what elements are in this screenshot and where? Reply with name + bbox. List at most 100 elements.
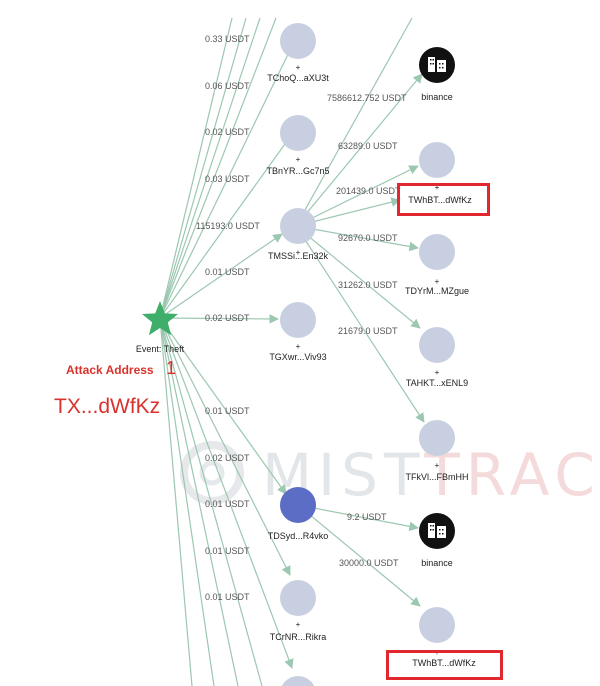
highlight-box-twhbt-2: [386, 650, 503, 680]
edge-in-1: [159, 17, 233, 319]
edge-label-tfkvl: 21679.0 USDT: [338, 326, 398, 336]
edge-label-low-5: 0.01 USDT: [205, 592, 250, 602]
node-tcrnr[interactable]: + TCrNR...Rikra: [270, 580, 327, 642]
edge-low-2: [159, 317, 291, 576]
node-label-tcrnr: TCrNR...Rikra: [270, 632, 327, 642]
edge-label-in-2: 0.06 USDT: [205, 81, 250, 91]
edge-in-4: [159, 17, 277, 319]
svg-text:+: +: [435, 461, 440, 470]
mistrack-watermark: MISTTRACK: [180, 441, 600, 509]
edge-low-7: [159, 317, 193, 686]
svg-text:+: +: [296, 342, 301, 351]
lower-edges: [159, 314, 294, 686]
edge-low-4: [159, 317, 263, 686]
edge-label-in-5: 115193.0 USDT: [196, 221, 260, 231]
attack-number: 1: [166, 358, 177, 378]
edge-label-binance-bottom: 9.2 USDT: [347, 512, 387, 522]
svg-text:+: +: [296, 63, 301, 72]
edge-to-twhbt-2: [297, 504, 421, 607]
node-label-twhbt-2: TWhBT...dWfKz: [412, 658, 476, 668]
node-tfkvl[interactable]: + TFkVl...FBmHH: [406, 420, 469, 482]
node-label-tdyrm: TDYrM...MZgue: [405, 286, 469, 296]
svg-text:MISTTRACK: MISTTRACK: [262, 441, 600, 509]
node-tchoq[interactable]: + TChoQ...aXU3t: [267, 23, 329, 83]
node-label-tchoq: TChoQ...aXU3t: [267, 73, 329, 83]
node-label-binance-bottom: binance: [421, 558, 453, 568]
exchange-building-icon: [428, 523, 446, 538]
edge-label-twhbt-1: 63289.0 USDT: [338, 141, 398, 151]
edge-to-tdyrm: [295, 225, 419, 252]
highlight-box-twhbt-1: [397, 183, 490, 216]
node-label-tahkt: TAHKT...xENL9: [406, 378, 468, 388]
watermark-logo-inner-icon: [199, 460, 225, 486]
exchange-building-icon: [428, 57, 446, 72]
outgoing-edge-labels: 7586612.752 USDT 63289.0 USDT 201439.0 U…: [327, 93, 407, 568]
lower-edge-labels: 0.01 USDT 0.02 USDT 0.01 USDT 0.01 USDT …: [205, 406, 250, 602]
node-binance-top[interactable]: binance: [419, 47, 455, 102]
event-label: Event: Theft: [136, 344, 185, 354]
node-label-tbnyr: TBnYR...Gc7n5: [266, 166, 329, 176]
node-partial-bottom[interactable]: [280, 676, 316, 686]
edge-top-right: [295, 17, 413, 227]
edge-label-low-1: 0.01 USDT: [205, 406, 250, 416]
svg-text:+: +: [435, 368, 440, 377]
node-label-tdsyd: TDSyd...R4vko: [268, 531, 329, 541]
edge-to-twhbt-1: [295, 165, 419, 227]
edge-low-1: [159, 317, 287, 495]
edge-label-low-3: 0.01 USDT: [205, 499, 250, 509]
watermark-logo-icon: [180, 441, 244, 505]
node-label-tfkvl: TFkVl...FBmHH: [406, 472, 469, 482]
attack-address-label: Attack Address: [66, 363, 154, 377]
incoming-edges: [159, 17, 296, 319]
edge-label-in-6: 0.01 USDT: [205, 267, 250, 277]
edge-label-twhbt-2: 30000.0 USDT: [339, 558, 399, 568]
edge-in-6: [159, 41, 295, 319]
edge-label-in-4: 0.03 USDT: [205, 174, 250, 184]
edge-to-binance-bottom: [297, 504, 419, 532]
edge-low-6: [159, 317, 215, 686]
edge-low-3: [159, 317, 294, 669]
attack-address-value: TX...dWfKz: [54, 395, 161, 418]
svg-text:+: +: [296, 620, 301, 629]
edge-in-5: [159, 233, 283, 319]
edge-to-binance-top: [295, 73, 423, 227]
edge-label-tahkt: 31262.0 USDT: [338, 280, 398, 290]
node-label-tmssi: TMSSi...En32k: [268, 251, 329, 261]
svg-text:+: +: [435, 183, 440, 192]
outgoing-edges: [295, 17, 425, 607]
svg-text:+: +: [435, 277, 440, 286]
edge-label-low-4: 0.01 USDT: [205, 546, 250, 556]
node-tgxwr[interactable]: + TGXwr...Viv93: [269, 302, 327, 362]
edge-label-in-3: 0.02 USDT: [205, 127, 250, 137]
node-label-twhbt-1: TWhBT...dWfKz: [408, 195, 472, 205]
edge-low-5: [159, 317, 239, 686]
star-icon: [142, 301, 178, 336]
edge-label-binance-top: 7586612.752 USDT: [327, 93, 407, 103]
node-binance-bottom[interactable]: binance: [419, 513, 455, 568]
event-theft-node[interactable]: Event: Theft: [136, 301, 185, 354]
node-label-binance-top: binance: [421, 92, 453, 102]
node-twhbt-1[interactable]: + TWhBT...dWfKz: [408, 142, 472, 205]
node-tahkt[interactable]: + TAHKT...xENL9: [406, 327, 468, 388]
node-tdsyd[interactable]: TDSyd...R4vko: [268, 487, 329, 541]
node-tbnyr[interactable]: + TBnYR...Gc7n5: [266, 115, 330, 176]
edge-in-7: [159, 129, 296, 319]
edge-in-2: [159, 17, 247, 319]
edge-label-in-1: 0.33 USDT: [205, 34, 250, 44]
node-label-tgxwr: TGXwr...Viv93: [269, 352, 326, 362]
edge-label-star-tgxwr: 0.02 USDT: [205, 313, 250, 323]
node-tmssi[interactable]: + TMSSi...En32k: [268, 208, 329, 261]
edge-label-low-2: 0.02 USDT: [205, 453, 250, 463]
edge-to-tfkvl: [295, 225, 425, 423]
svg-text:+: +: [296, 248, 301, 257]
incoming-edge-labels: 0.33 USDT 0.06 USDT 0.02 USDT 0.03 USDT …: [196, 34, 260, 323]
node-tdyrm[interactable]: + TDYrM...MZgue: [405, 234, 469, 296]
edge-star-tgxwr: [159, 314, 279, 324]
edge-in-3: [159, 17, 261, 319]
watermark-track: TRACK: [423, 441, 600, 509]
edge-to-tahkt: [295, 225, 421, 329]
edge-label-twhbt-box: 201439.0 USDT: [336, 186, 401, 196]
svg-text:+: +: [296, 155, 301, 164]
edge-label-tdyrm: 92670.0 USDT: [338, 233, 398, 243]
